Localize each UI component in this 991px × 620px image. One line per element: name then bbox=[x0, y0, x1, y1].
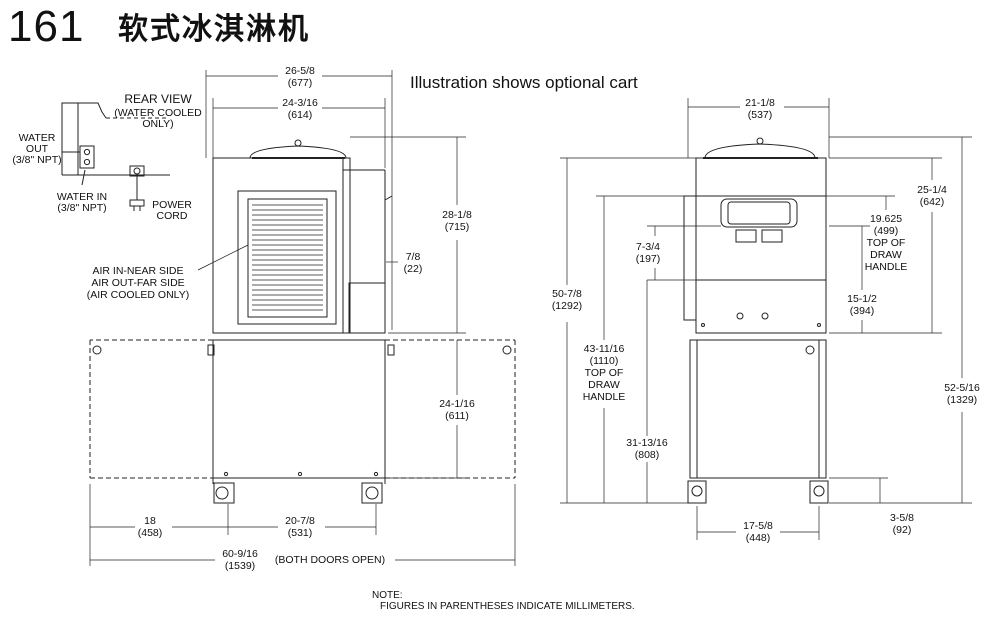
dim-side-cart-height: 24-1/16 bbox=[439, 398, 475, 410]
rear-view-inset bbox=[61, 102, 170, 211]
power-cord-label: POWER bbox=[152, 199, 192, 211]
dim-caster-mm: (92) bbox=[893, 524, 912, 536]
air-label-3: (AIR COOLED ONLY) bbox=[87, 289, 190, 301]
dim-front-width: 21-1/8 bbox=[745, 97, 775, 109]
dim-counter: 31-13/16 bbox=[626, 437, 668, 449]
dim-side-cart-height-mm: (611) bbox=[445, 410, 469, 422]
dim-total-left: 50-7/8 bbox=[552, 288, 582, 300]
dim-cart-width-mm: (531) bbox=[288, 527, 313, 539]
air-label-1: AIR IN-NEAR SIDE bbox=[92, 265, 183, 277]
dim-total-right: 52-5/16 bbox=[944, 382, 980, 394]
dim-door-left: 18 bbox=[144, 515, 156, 527]
dim-counter-mm: (808) bbox=[635, 449, 660, 461]
dim-overall-note: (BOTH DOORS OPEN) bbox=[275, 554, 385, 566]
dim-cart-base-mm: (448) bbox=[746, 532, 771, 544]
model-name: 软式冰淇淋机 bbox=[118, 12, 310, 47]
handle-total-l1: TOP OF bbox=[585, 367, 624, 379]
dim-side-width-inner: 24-3/16 bbox=[282, 97, 318, 109]
dim-side-offset-mm: (22) bbox=[404, 263, 423, 275]
side-view-machine bbox=[212, 139, 393, 334]
handle-total-l2: DRAW bbox=[588, 379, 620, 391]
side-dimension-lines bbox=[89, 70, 516, 566]
dim-side-machine-height: 28-1/8 bbox=[442, 209, 472, 221]
dim-spout-mm: (197) bbox=[636, 253, 661, 265]
dim-overall-mm: (1539) bbox=[225, 560, 255, 572]
draw-handle-l3: HANDLE bbox=[865, 261, 908, 273]
water-in-size: (3/8" NPT) bbox=[57, 202, 106, 214]
draw-handle-l2: DRAW bbox=[870, 249, 902, 261]
water-in-label: WATER IN bbox=[57, 191, 107, 203]
dim-cart-base: 17-5/8 bbox=[743, 520, 773, 532]
dim-draw-handle-mm: (499) bbox=[874, 225, 899, 237]
handle-total-l3: HANDLE bbox=[583, 391, 626, 403]
water-out-label-2: OUT bbox=[26, 143, 49, 155]
dim-handle-total-mm: (1110) bbox=[590, 355, 619, 367]
front-view-labels: 21-1/8 (537) 25-1/4 (642) 19.625 (499) T… bbox=[552, 97, 980, 544]
dim-cart-width: 20-7/8 bbox=[285, 515, 315, 527]
front-view-cart bbox=[687, 339, 829, 504]
rear-view-labels: REAR VIEW (WATER COOLED ONLY) WATER OUT … bbox=[12, 92, 202, 222]
dim-door-left-mm: (458) bbox=[138, 527, 163, 539]
rear-view-sub1: (WATER COOLED bbox=[114, 107, 202, 119]
dim-handle-total: 43-11/16 bbox=[584, 343, 625, 355]
note-heading: NOTE: bbox=[372, 590, 403, 601]
dim-side-width-inner-mm: (614) bbox=[288, 109, 313, 121]
power-cord-label-2: CORD bbox=[157, 210, 188, 222]
dim-side-offset: 7/8 bbox=[406, 251, 421, 263]
note-block: NOTE: FIGURES IN PARENTHESES INDICATE MI… bbox=[372, 590, 635, 612]
dim-upper-height: 25-1/4 bbox=[917, 184, 947, 196]
front-dimension-lines bbox=[560, 98, 972, 540]
dim-spout: 7-3/4 bbox=[636, 241, 660, 253]
water-out-size: (3/8" NPT) bbox=[12, 154, 61, 166]
dim-lower-height-mm: (394) bbox=[850, 305, 875, 317]
front-view-machine bbox=[683, 137, 827, 334]
dim-lower-height: 15-1/2 bbox=[847, 293, 877, 305]
draw-handle-l1: TOP OF bbox=[867, 237, 906, 249]
dim-caster: 3-5/8 bbox=[890, 512, 914, 524]
dim-front-width-mm: (537) bbox=[748, 109, 773, 121]
note-text: FIGURES IN PARENTHESES INDICATE MILLIMET… bbox=[380, 601, 635, 612]
water-out-label: WATER bbox=[19, 132, 56, 144]
dim-total-left-mm: (1292) bbox=[552, 300, 582, 312]
illustration-caption: Illustration shows optional cart bbox=[410, 73, 638, 92]
dim-draw-handle: 19.625 bbox=[870, 213, 902, 225]
rear-view-sub2: ONLY) bbox=[142, 118, 173, 130]
rear-view-title: REAR VIEW bbox=[124, 92, 192, 106]
dim-side-width-top-mm: (677) bbox=[288, 77, 313, 89]
dim-side-machine-height-mm: (715) bbox=[445, 221, 470, 233]
dim-side-width-top: 26-5/8 bbox=[285, 65, 315, 77]
dim-overall: 60-9/16 bbox=[222, 548, 258, 560]
model-number: 161 bbox=[8, 2, 85, 51]
dim-total-right-mm: (1329) bbox=[947, 394, 977, 406]
dim-upper-height-mm: (642) bbox=[920, 196, 945, 208]
air-label-2: AIR OUT-FAR SIDE bbox=[91, 277, 184, 289]
side-view-labels: 26-5/8 (677) 24-3/16 (614) 28-1/8 (715) … bbox=[87, 65, 475, 572]
